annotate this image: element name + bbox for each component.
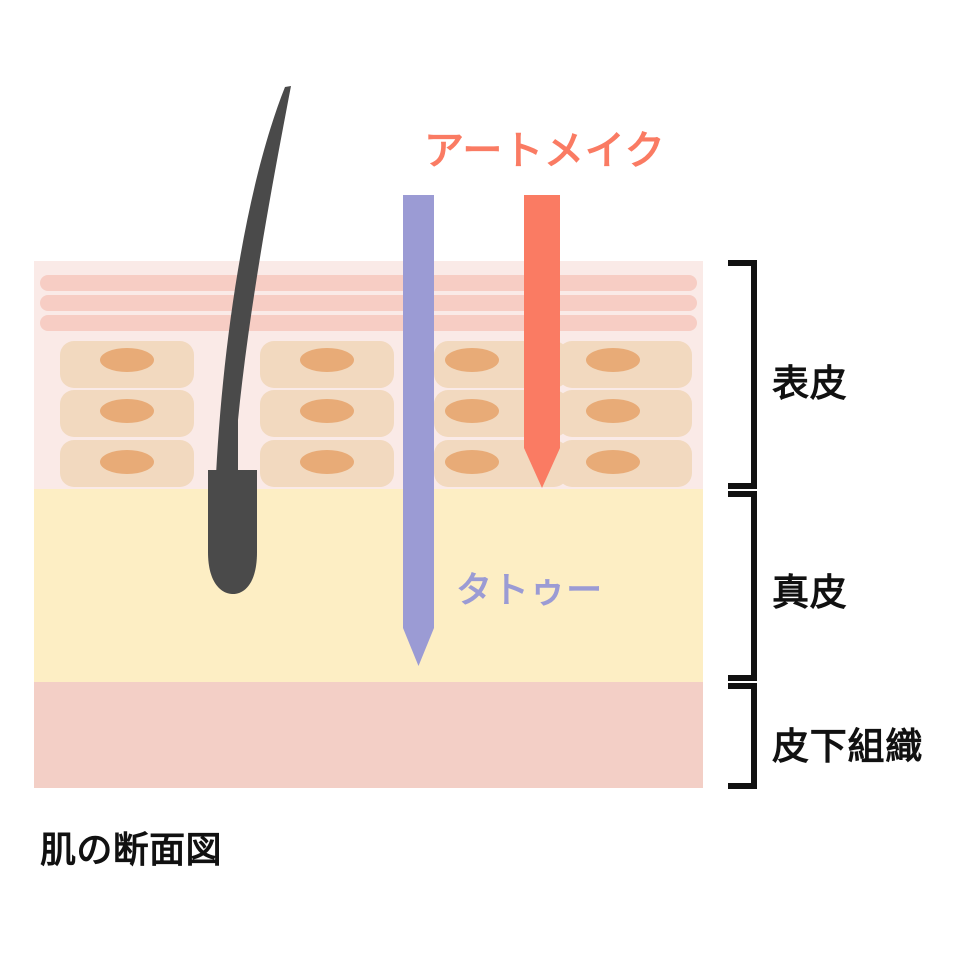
cell-nucleus — [300, 348, 354, 372]
bracket-epidermis — [728, 260, 757, 489]
epidermal-cell — [260, 440, 394, 487]
bracket-dermis — [728, 491, 757, 681]
stratum-stripe — [40, 315, 697, 331]
cell-nucleus — [586, 450, 640, 474]
cell-nucleus — [445, 399, 499, 423]
epidermal-cell — [558, 341, 692, 388]
hair-strand — [208, 86, 291, 594]
epidermal-cell-grid — [60, 341, 692, 487]
epidermal-cell — [60, 341, 194, 388]
epidermal-cell — [558, 390, 692, 437]
cell-nucleus — [100, 450, 154, 474]
figure-caption: 肌の断面図 — [40, 830, 222, 871]
hypodermis-layer-fill — [34, 682, 703, 788]
epidermal-cell — [260, 390, 394, 437]
layer-label-epidermis: 表皮 — [772, 362, 848, 405]
dermis-layer-fill — [34, 489, 703, 682]
stratum-corneum-stripes — [40, 275, 697, 331]
stratum-stripe — [40, 295, 697, 311]
cell-nucleus — [445, 348, 499, 372]
epidermal-cell — [60, 440, 194, 487]
layer-slabs — [34, 261, 703, 788]
tattoo-needle-arrow — [403, 195, 434, 666]
layer-brackets — [728, 260, 757, 789]
bracket-hypodermis — [728, 683, 757, 789]
cell-nucleus — [300, 399, 354, 423]
cell-nucleus — [586, 348, 640, 372]
hair-shaft — [215, 86, 291, 500]
cell-nucleus — [100, 399, 154, 423]
epidermal-cell — [60, 390, 194, 437]
hair-bulb — [208, 470, 257, 594]
epidermal-cell — [558, 440, 692, 487]
epidermal-cell — [260, 341, 394, 388]
layer-label-dermis: 真皮 — [772, 571, 848, 614]
artmake-needle-arrow — [524, 195, 560, 488]
tattoo-label: タトゥー — [456, 570, 603, 611]
cell-nucleus — [100, 348, 154, 372]
artmake-label: アートメイク — [424, 128, 666, 174]
cell-nucleus — [586, 399, 640, 423]
stratum-stripe — [40, 275, 697, 291]
cell-nucleus — [445, 450, 499, 474]
layer-label-hypodermis: 皮下組織 — [772, 725, 923, 768]
cell-nucleus — [300, 450, 354, 474]
